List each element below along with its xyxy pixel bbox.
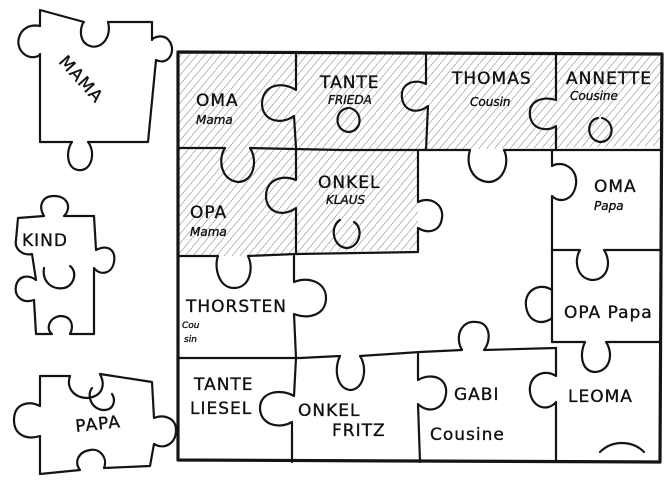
leoma-label: LEOMA — [568, 387, 633, 407]
opa-mama-relation: Mama — [190, 225, 227, 239]
piece-opa-papa[interactable]: OPA Papa — [564, 303, 653, 323]
piece-oma-papa[interactable]: OMA Papa — [594, 177, 637, 213]
piece-tante-frieda[interactable]: TANTE FRIEDA — [319, 73, 380, 107]
thorsten-name: THORSTEN — [185, 297, 287, 317]
onkel-klaus-line2: KLAUS — [326, 193, 366, 207]
piece-oma-mama[interactable]: OMA Mama — [196, 91, 239, 127]
piece-onkel-fritz[interactable]: ONKEL FRITZ — [298, 401, 386, 441]
mama-label: MAMA — [54, 52, 107, 107]
piece-thorsten[interactable]: THORSTEN Cou sin — [182, 297, 287, 345]
oma-mama-relation: Mama — [196, 113, 233, 127]
piece-opa-mama[interactable]: OPA Mama — [190, 203, 227, 239]
piece-gabi[interactable]: GABI Cousine — [430, 385, 505, 445]
piece-leoma[interactable]: LEOMA — [568, 387, 633, 407]
papa-label: PAPA — [74, 412, 121, 437]
thomas-relation: Cousin — [470, 95, 511, 109]
gabi-name: GABI — [454, 385, 499, 405]
gabi-relation: Cousine — [430, 425, 505, 445]
oma-papa-name: OMA — [594, 177, 637, 197]
oma-papa-relation: Papa — [594, 199, 624, 213]
piece-tante-liesel[interactable]: TANTE LIESEL — [190, 375, 254, 419]
tante-frieda-line1: TANTE — [319, 73, 380, 93]
loose-piece-mama[interactable]: MAMA — [18, 10, 172, 170]
annette-name: ANNETTE — [566, 69, 652, 89]
loose-piece-papa[interactable]: PAPA — [14, 374, 176, 474]
annette-relation: Cousine — [570, 89, 618, 103]
opa-mama-name: OPA — [190, 203, 227, 223]
oma-mama-name: OMA — [196, 91, 239, 111]
onkel-fritz-line1: ONKEL — [298, 401, 360, 421]
thomas-name: THOMAS — [451, 69, 532, 89]
onkel-fritz-line2: FRITZ — [332, 421, 386, 441]
tante-frieda-line2: FRIEDA — [328, 93, 372, 107]
tante-liesel-line1: TANTE — [193, 375, 254, 395]
thorsten-relation-1: Cou — [182, 321, 200, 331]
kind-label: KIND — [22, 231, 68, 251]
thorsten-relation-2: sin — [184, 335, 197, 345]
loose-piece-kind[interactable]: KIND — [16, 196, 115, 334]
onkel-klaus-line1: ONKEL — [318, 173, 380, 193]
tante-liesel-line2: LIESEL — [190, 399, 252, 419]
opa-papa-label: OPA Papa — [564, 303, 653, 323]
